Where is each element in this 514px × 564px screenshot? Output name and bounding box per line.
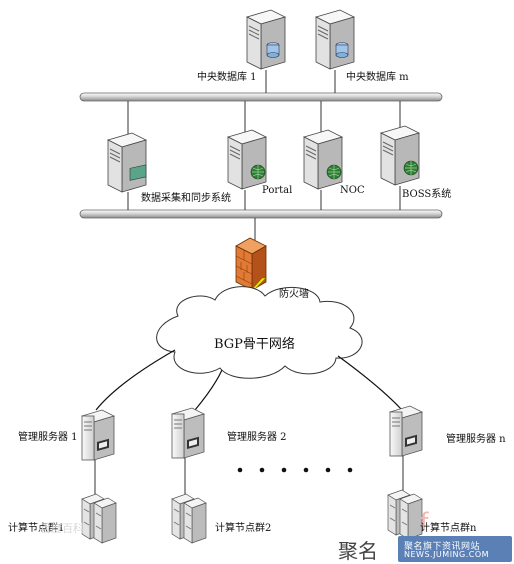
central-db-1-server-icon [246,9,286,70]
label-noc: NOC [340,185,365,196]
boss-server-icon [380,125,420,186]
label-compute-cluster-n: 计算节点群n [420,523,477,534]
watermark-baike: 百度百科 [40,522,84,535]
label-management-server-2: 管理服务器 2 [227,432,287,443]
data-collector-server-icon [107,132,147,193]
watermark-red-glyph: f [420,508,429,536]
management-server-n-icon [389,405,423,457]
portal-server-icon [227,129,267,190]
label-firewall: 防火墙 [279,289,309,300]
bgp-backbone-cloud [156,286,363,379]
label-management-server-n: 管理服务器 n [446,434,506,445]
label-central-db-1: 中央数据库 1 [197,72,257,83]
firewall-icon [235,237,267,291]
label-data-collector: 数据采集和同步系统 [141,193,231,204]
compute-cluster-n-icon [387,489,423,540]
watermark-line-1: 聚名旗下资讯网站 [404,542,481,552]
top-network-bus [79,92,443,102]
more-servers-ellipsis [237,467,353,473]
label-management-server-1: 管理服务器 1 [18,432,78,443]
watermark-logo: 聚名 [338,539,378,563]
central-db-m-server-icon [315,9,355,70]
noc-server-icon [303,129,343,190]
compute-cluster-2-icon [171,493,207,544]
watermark-line-2: NEWS.JUMING.COM [404,550,490,559]
label-central-db-m: 中央数据库 m [346,72,409,83]
compute-cluster-1-icon [81,493,117,544]
label-portal: Portal [262,185,293,196]
management-server-1-icon [81,409,115,461]
middle-network-bus [79,209,443,219]
watermark-band: 聚名旗下资讯网站 NEWS.JUMING.COM [398,536,512,562]
label-bgp-backbone: BGP骨干网络 [214,337,295,352]
label-boss: BOSS系统 [402,189,452,200]
label-compute-cluster-2: 计算节点群2 [215,523,272,534]
management-server-2-icon [171,407,205,459]
label-compute-cluster-1: 计算节点群1 [8,523,65,534]
